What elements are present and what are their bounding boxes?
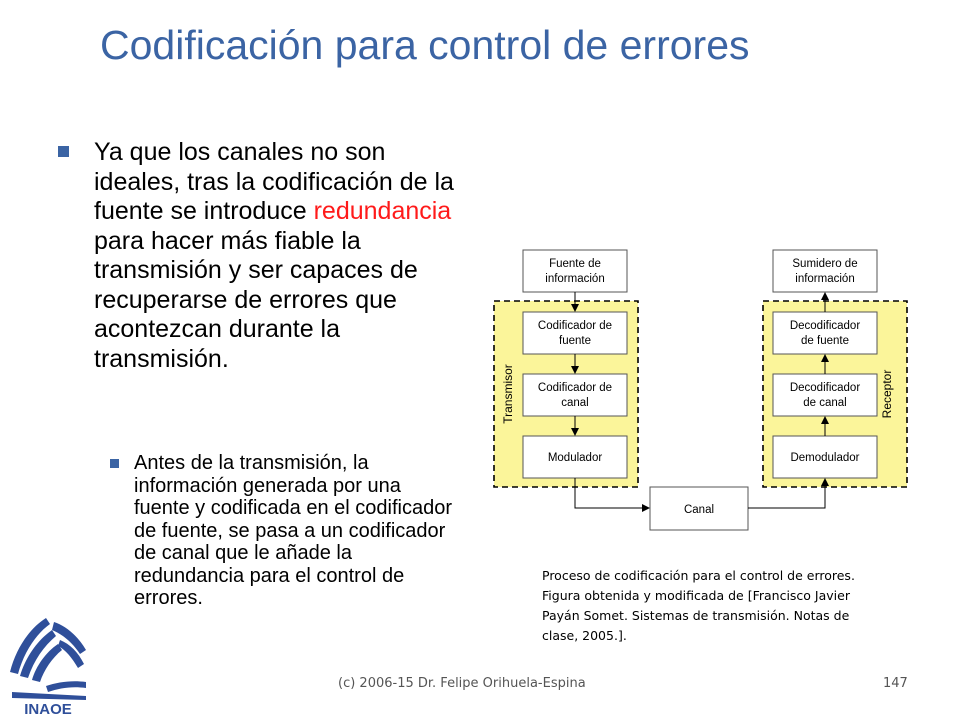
demodulator-box bbox=[772, 435, 878, 479]
sub-bullet-text: Antes de la transmisión, la información … bbox=[134, 452, 452, 609]
sink-label-2: información bbox=[795, 273, 854, 285]
inaoe-logo: INAOE bbox=[10, 618, 86, 718]
channel-decoder-label-1: Decodificador bbox=[790, 382, 860, 394]
source-decoder-box bbox=[772, 311, 878, 355]
main-bullet-highlight: redundancia bbox=[313, 197, 452, 225]
channel-coder-label-1: Codificador de bbox=[538, 382, 612, 394]
main-bullet-text: Ya que los canales no son ideales, tras … bbox=[94, 138, 464, 374]
slide-title: Codificación para control de errores bbox=[100, 22, 750, 68]
figure-caption: Proceso de codificación para el control … bbox=[542, 568, 855, 643]
square-bullet-icon bbox=[58, 146, 69, 157]
arrow-modulator-to-channel bbox=[574, 478, 650, 512]
source-decoder-label-2: de fuente bbox=[801, 335, 849, 347]
demodulator-label: Demodulador bbox=[790, 452, 859, 464]
receiver-label: Receptor bbox=[880, 370, 894, 419]
main-bullet-after: para hacer más fiable la transmisión y s… bbox=[94, 226, 418, 373]
source-coder-label-2: fuente bbox=[559, 335, 591, 347]
channel-decoder-box bbox=[772, 373, 878, 417]
channel-coder-box bbox=[522, 373, 628, 417]
sink-label-1: Sumidero de bbox=[792, 258, 857, 270]
modulator-box bbox=[522, 435, 628, 479]
arrow-channel-to-demodulator bbox=[748, 478, 829, 509]
channel-label: Canal bbox=[684, 504, 714, 516]
source-label-1: Fuente de bbox=[549, 258, 601, 270]
source-box bbox=[522, 249, 628, 293]
footer-credit: (c) 2006-15 Dr. Felipe Orihuela-Espina bbox=[338, 676, 586, 691]
main-bullet-before: Ya que los canales no son ideales, tras … bbox=[94, 138, 454, 225]
source-coder-box bbox=[522, 311, 628, 355]
channel-decoder-label-2: de canal bbox=[803, 397, 846, 409]
page-number: 147 bbox=[883, 676, 908, 691]
channel-box bbox=[649, 486, 749, 531]
logo-text: INAOE bbox=[24, 701, 72, 718]
transmitter-label: Transmisor bbox=[501, 364, 515, 424]
transmission-diagram: Transmisor Receptor Fuente de informació… bbox=[493, 249, 908, 531]
source-coder-label-1: Codificador de bbox=[538, 320, 612, 332]
square-bullet-icon bbox=[110, 459, 119, 468]
source-label-2: información bbox=[545, 273, 604, 285]
modulator-label: Modulador bbox=[548, 452, 603, 464]
source-decoder-label-1: Decodificador bbox=[790, 320, 860, 332]
channel-coder-label-2: canal bbox=[561, 397, 589, 409]
sink-box bbox=[772, 249, 878, 293]
